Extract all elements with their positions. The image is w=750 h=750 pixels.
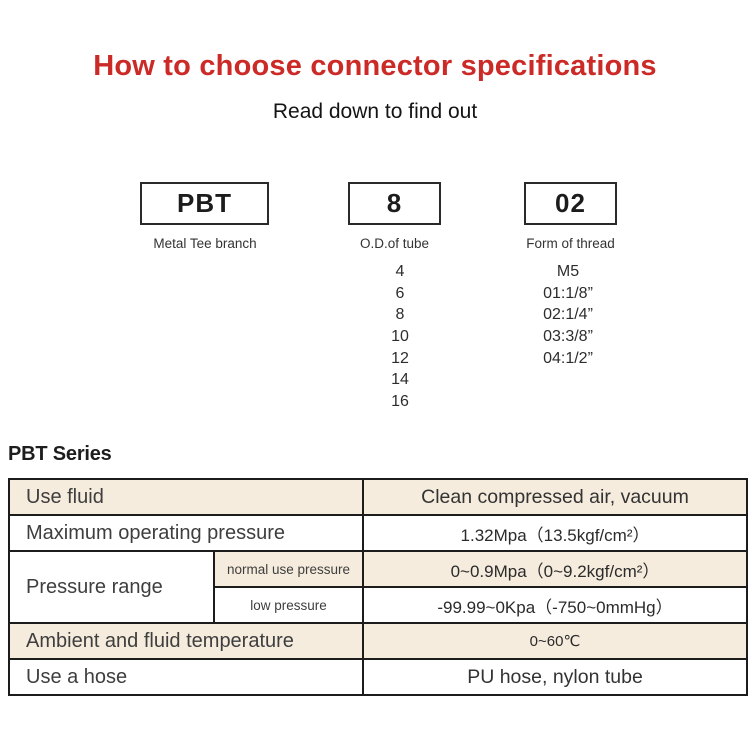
temperature-label: Ambient and fluid temperature bbox=[8, 622, 364, 660]
code-box-series: PBT bbox=[140, 182, 269, 225]
table-row-pressure-range-low: low pressure -99.99~0Kpa（-750~0mmHg） bbox=[9, 586, 748, 624]
option-item: 12 bbox=[391, 349, 409, 367]
code-box-thread-form: 02 bbox=[524, 182, 617, 225]
max-pressure-label: Maximum operating pressure bbox=[8, 514, 364, 552]
temperature-value: 0~60℃ bbox=[362, 622, 748, 660]
low-pressure-value: -99.99~0Kpa（-750~0mmHg） bbox=[362, 586, 748, 624]
code-box-tube-od-label: 8 bbox=[386, 188, 403, 218]
option-item: 04:1/2” bbox=[543, 349, 593, 367]
normal-pressure-label: normal use pressure bbox=[213, 550, 364, 588]
page-title: How to choose connector specifications bbox=[93, 50, 657, 82]
table-row-temperature: Ambient and fluid temperature 0~60℃ bbox=[8, 622, 748, 660]
option-item: 4 bbox=[395, 263, 405, 280]
tube-od-option-list: 4 6 8 10 12 14 16 bbox=[350, 261, 450, 413]
option-item: 6 bbox=[395, 284, 405, 302]
table-row-hose: Use a hose PU hose, nylon tube bbox=[8, 658, 748, 696]
code-box-series-label: PBT bbox=[177, 188, 232, 218]
table-row-max-pressure: Maximum operating pressure 1.32Mpa（13.5k… bbox=[8, 514, 748, 552]
spec-table: Use fluid Clean compressed air, vacuum M… bbox=[8, 478, 748, 696]
caption-series: Metal Tee branch bbox=[153, 236, 257, 251]
page-subtitle: Read down to find out bbox=[272, 100, 478, 123]
use-fluid-label: Use fluid bbox=[8, 478, 364, 516]
hose-value: PU hose, nylon tube bbox=[362, 658, 748, 696]
caption-thread-form: Form of thread bbox=[526, 236, 615, 251]
option-item: 14 bbox=[391, 371, 409, 389]
code-box-tube-od: 8 bbox=[348, 182, 441, 225]
option-item: M5 bbox=[556, 263, 580, 280]
option-item: 01:1/8” bbox=[543, 284, 593, 302]
option-item: 02:1/4” bbox=[543, 306, 593, 324]
option-item: 16 bbox=[391, 393, 409, 411]
low-pressure-label: low pressure bbox=[213, 586, 364, 624]
max-pressure-value: 1.32Mpa（13.5kgf/cm²） bbox=[362, 514, 748, 552]
caption-tube-od: O.D.of tube bbox=[359, 236, 430, 251]
option-item: 10 bbox=[391, 328, 409, 346]
table-row-pressure-range-normal: Pressure range normal use pressure 0~0.9… bbox=[8, 550, 748, 624]
normal-pressure-value: 0~0.9Mpa（0~9.2kgf/cm²） bbox=[362, 550, 748, 588]
thread-form-option-list: M5 01:1/8” 02:1/4” 03:3/8” 04:1/2” bbox=[488, 261, 648, 369]
option-item: 03:3/8” bbox=[543, 328, 593, 346]
use-fluid-value: Clean compressed air, vacuum bbox=[362, 478, 748, 516]
table-row-use-fluid: Use fluid Clean compressed air, vacuum bbox=[8, 478, 748, 516]
series-heading: PBT Series bbox=[8, 443, 112, 465]
option-item: 8 bbox=[395, 306, 405, 324]
code-box-thread-form-label: 02 bbox=[555, 188, 586, 218]
pressure-range-label: Pressure range bbox=[8, 550, 215, 624]
hose-label: Use a hose bbox=[8, 658, 364, 696]
